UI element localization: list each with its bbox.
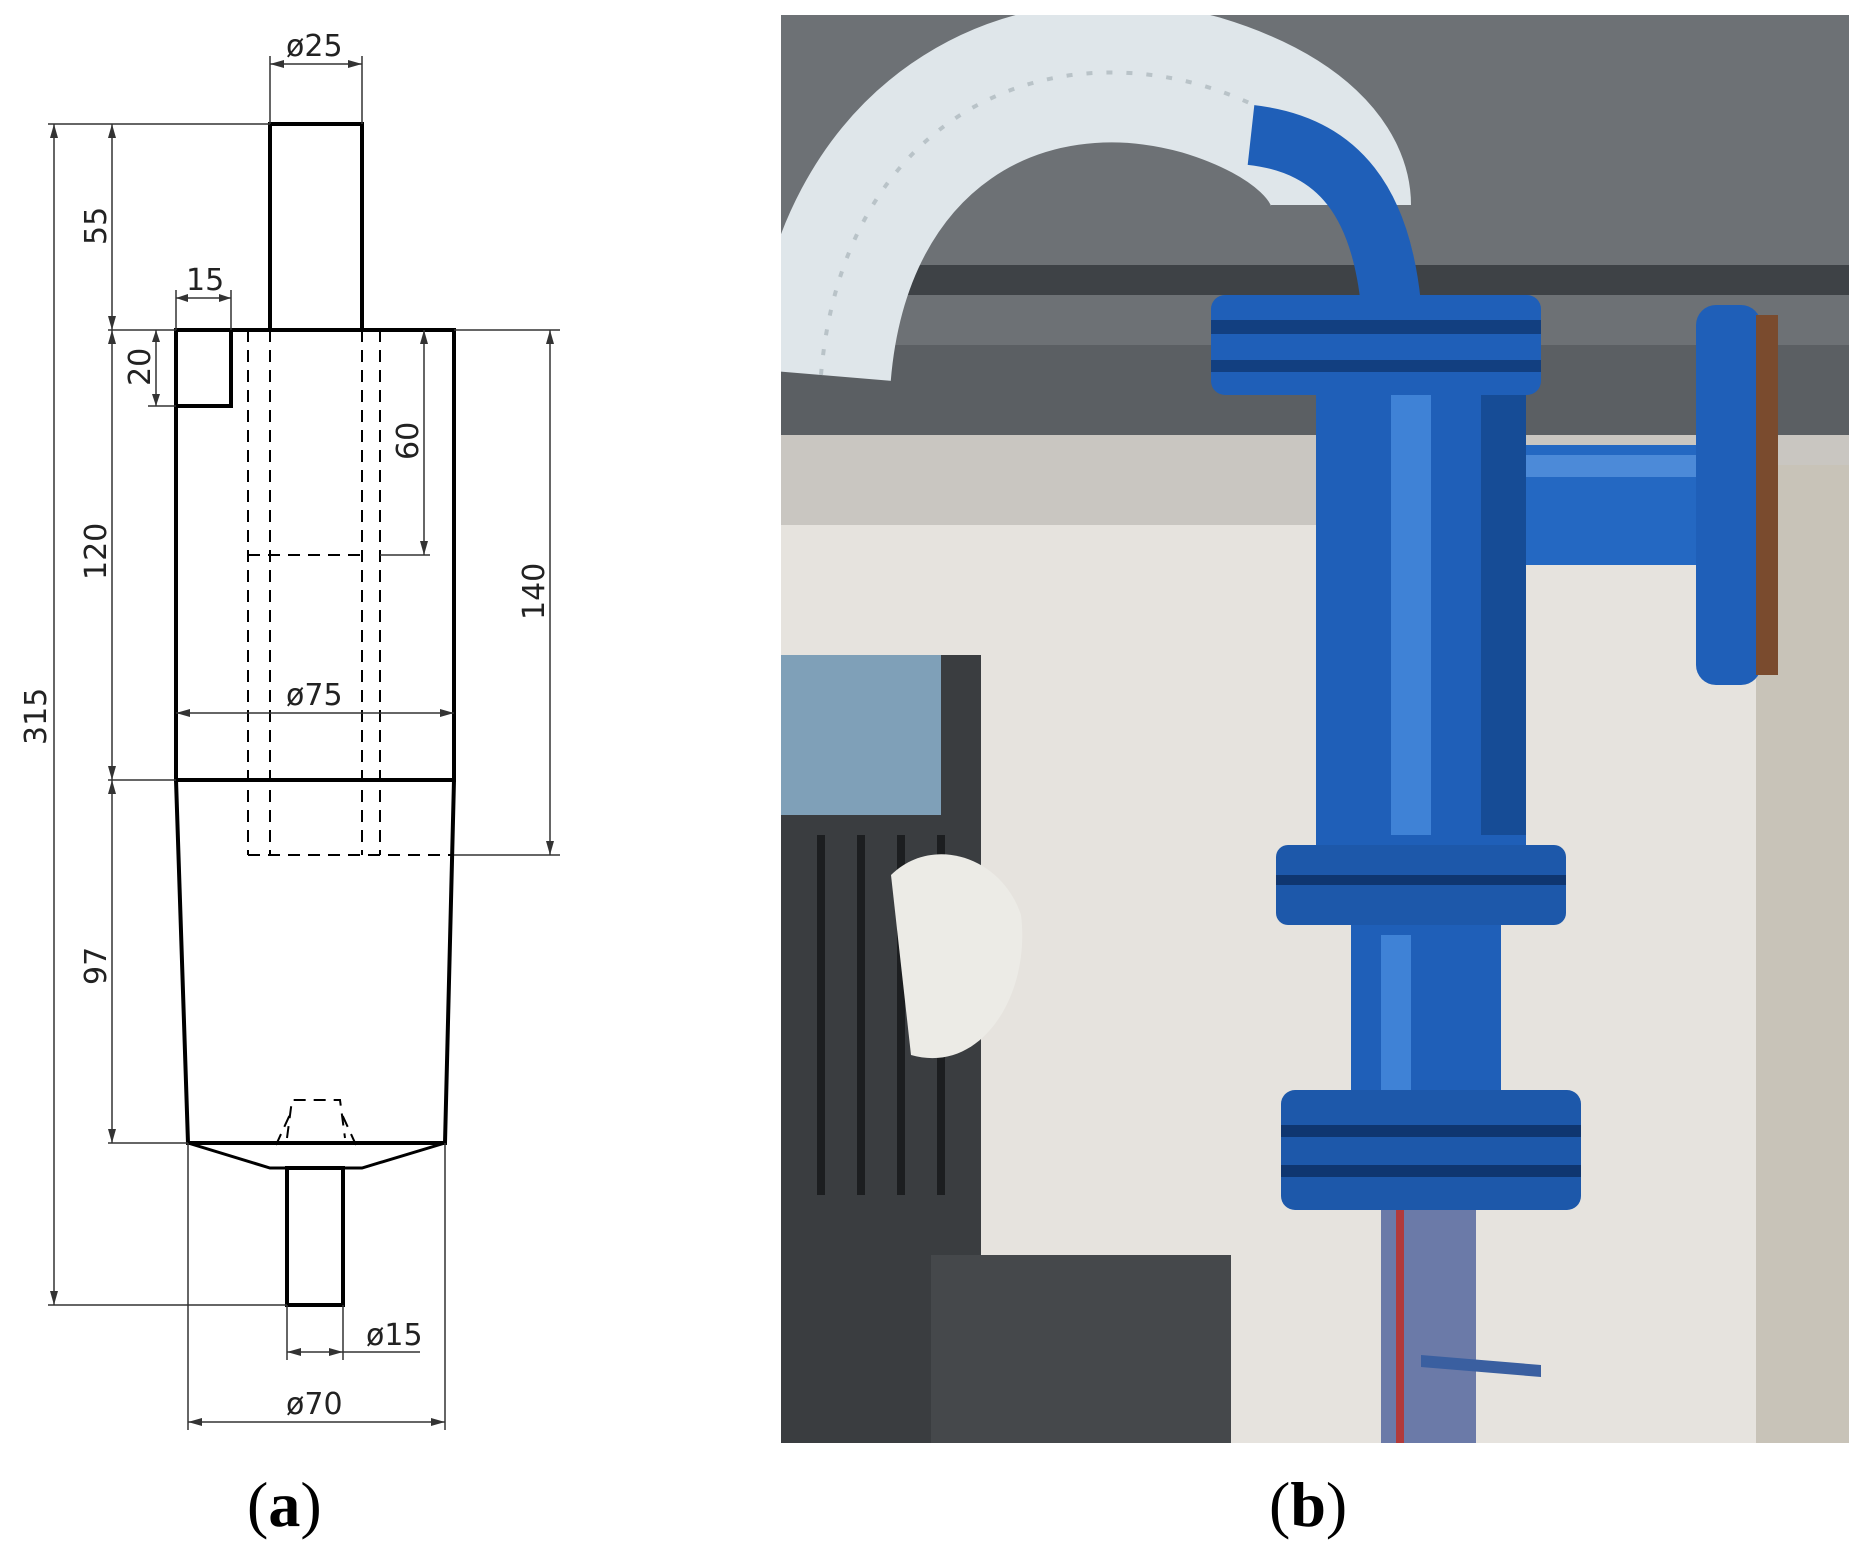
- dim-top-diameter: ø25: [286, 29, 343, 64]
- bottom-flange: [1281, 1090, 1581, 1210]
- dim-cone-length: 97: [79, 947, 114, 985]
- discharge-hose: [1381, 1210, 1476, 1443]
- cone-bottom-outline: [187, 1141, 446, 1170]
- dim-insert-length: 140: [517, 563, 552, 620]
- cylinder-body-outline: [174, 328, 456, 782]
- panel-b-caption: (b): [1269, 1469, 1348, 1540]
- cone-outline: [174, 779, 456, 1145]
- dim-underflow-diameter: ø15: [366, 1318, 423, 1353]
- side-inlet-outline: [174, 328, 233, 408]
- side-flange: [1696, 305, 1761, 685]
- dim-cylinder-length: 120: [79, 523, 114, 580]
- overflow-pipe-outline: [268, 122, 364, 332]
- dim-total-length: 315: [19, 688, 54, 745]
- underflow-pipe-outline: [285, 1166, 345, 1307]
- hydrocyclone-drawing: ø25 55 15 20 120 60 140 ø75 315 97 ø15 ø…: [19, 29, 560, 1430]
- dimension-arrows: [50, 60, 554, 1426]
- dim-body-diameter: ø75: [286, 678, 343, 713]
- dim-side-inlet-width: 15: [186, 263, 224, 298]
- dim-top-length: 55: [79, 207, 114, 245]
- hydrocyclone-photo: [781, 15, 1849, 1443]
- vortex-finder-hidden-lines: [247, 330, 454, 1146]
- top-flange: [1211, 295, 1541, 395]
- dim-cone-bottom-diameter: ø70: [286, 1387, 343, 1422]
- dimension-lines: [48, 56, 560, 1430]
- panel-a-caption: (a): [247, 1469, 322, 1540]
- cone-section: [1351, 925, 1501, 1115]
- dim-overflow-depth: 60: [391, 422, 426, 460]
- dim-side-inlet-height: 20: [123, 348, 158, 386]
